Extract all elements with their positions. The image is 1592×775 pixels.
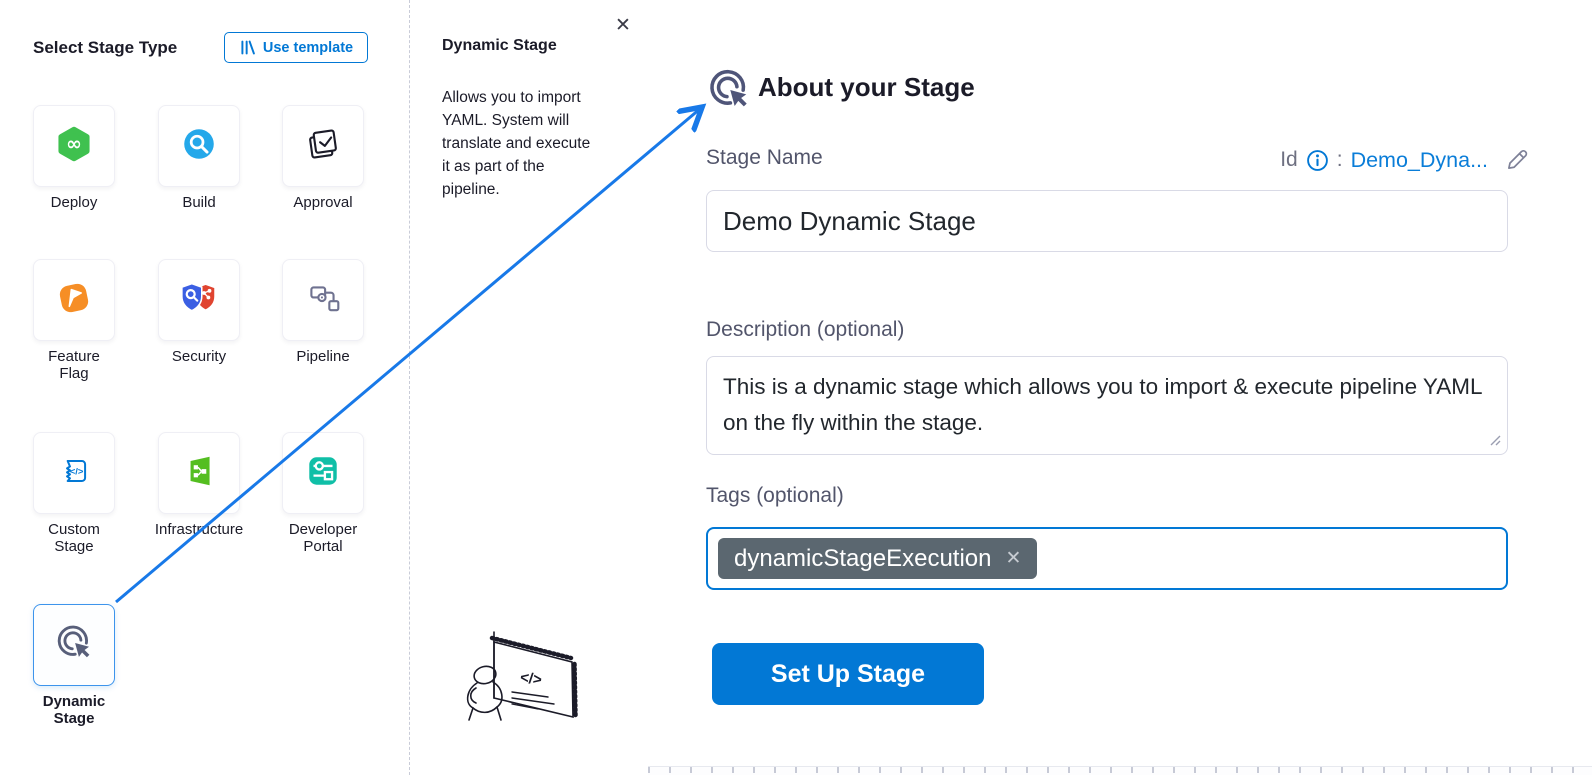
stage-tile-dynamic-stage[interactable] <box>33 604 115 686</box>
close-icon[interactable]: ✕ <box>615 15 631 36</box>
stage-tile-security[interactable] <box>158 259 240 341</box>
deploy-icon: ∞ <box>54 124 94 169</box>
dynamic-stage-icon <box>54 623 94 668</box>
stage-tile-infrastructure[interactable] <box>158 432 240 514</box>
stage-label-dynamic-stage: Dynamic Stage <box>42 693 106 727</box>
dynamic-stage-heading-icon <box>706 67 752 118</box>
svg-text:∞: ∞ <box>66 133 82 155</box>
tag-remove-icon[interactable]: ✕ <box>1005 548 1022 569</box>
stage-id-row: Id : Demo_Dyna... <box>1150 147 1530 173</box>
stage-tile-custom-stage[interactable]: </> <box>33 432 115 514</box>
set-up-stage-button[interactable]: Set Up Stage <box>712 643 984 705</box>
about-your-stage-title: About your Stage <box>758 72 975 102</box>
security-icon <box>178 278 220 323</box>
developer-portal-icon <box>304 452 342 495</box>
use-template-label: Use template <box>262 39 354 56</box>
stage-tile-approval[interactable] <box>282 105 364 187</box>
id-label: Id <box>1280 148 1298 171</box>
build-icon <box>180 125 218 168</box>
panel-divider <box>409 0 410 775</box>
tags-input[interactable]: dynamicStageExecution ✕ <box>706 527 1508 590</box>
tag-chip-label: dynamicStageExecution <box>734 544 992 572</box>
info-icon[interactable] <box>1306 149 1329 172</box>
tags-label: Tags (optional) <box>706 484 844 507</box>
stage-label-developer-portal: Developer Portal <box>288 521 358 555</box>
grid-ticks <box>648 767 1592 773</box>
feature-flag-icon <box>54 278 94 323</box>
stage-tile-developer-portal[interactable] <box>282 432 364 514</box>
id-colon: : <box>1336 148 1343 171</box>
presenter-illustration: </> <box>450 608 580 728</box>
custom-stage-icon: </> <box>55 452 93 495</box>
stage-tile-build[interactable] <box>158 105 240 187</box>
use-template-button[interactable]: Use template <box>224 32 368 63</box>
stage-name-input[interactable] <box>706 190 1508 252</box>
stage-tile-feature-flag[interactable] <box>33 259 115 341</box>
approval-icon <box>304 125 342 168</box>
stage-name-label: Stage Name <box>706 146 823 169</box>
stage-tile-deploy[interactable]: ∞ <box>33 105 115 187</box>
svg-text:</>: </> <box>70 466 84 477</box>
svg-text:</>: </> <box>519 669 543 689</box>
description-label: Description (optional) <box>706 318 905 341</box>
stage-label-build: Build <box>182 194 216 211</box>
info-panel-description: Allows you to import YAML. System will t… <box>442 89 591 198</box>
edit-id-pencil-icon[interactable] <box>1504 147 1530 173</box>
stage-label-infrastructure: Infrastructure <box>154 521 244 538</box>
description-textarea[interactable]: This is a dynamic stage which allows you… <box>706 356 1508 455</box>
infrastructure-icon <box>180 452 218 495</box>
stage-label-pipeline: Pipeline <box>296 348 350 365</box>
tag-chip: dynamicStageExecution ✕ <box>718 538 1038 579</box>
stage-label-deploy: Deploy <box>50 194 98 211</box>
pipeline-icon <box>304 279 342 322</box>
pipeline-canvas-grid-strip <box>648 766 1592 775</box>
stage-label-approval: Approval <box>293 194 353 211</box>
stage-tile-pipeline[interactable] <box>282 259 364 341</box>
template-library-icon <box>239 39 256 56</box>
stage-label-security: Security <box>171 348 227 365</box>
stage-label-feature-flag: Feature Flag <box>48 348 100 382</box>
stage-id-value[interactable]: Demo_Dyna... <box>1350 147 1488 172</box>
info-panel-title: Dynamic Stage <box>442 37 557 54</box>
stage-label-custom-stage: Custom Stage <box>48 521 100 555</box>
select-stage-type-title: Select Stage Type <box>33 38 178 57</box>
